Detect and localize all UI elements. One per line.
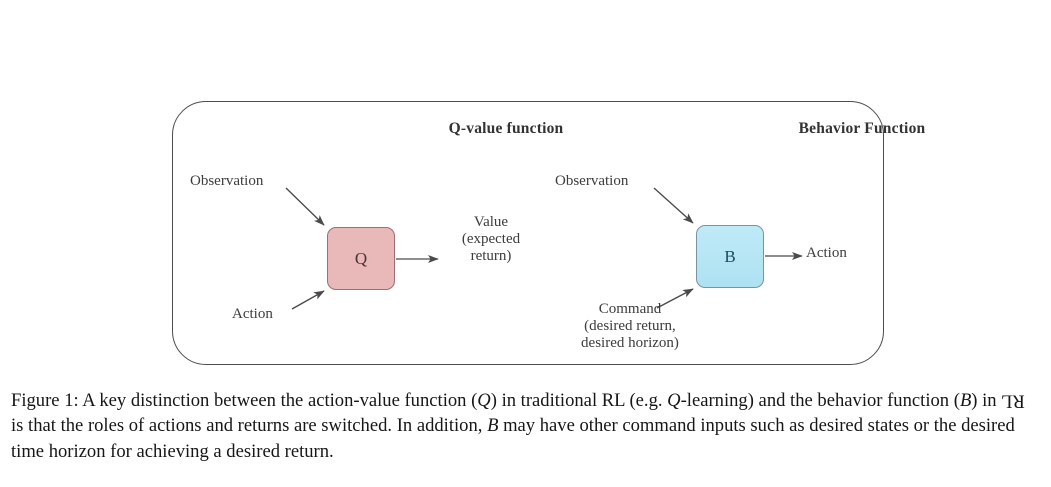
q-function-box: Q xyxy=(327,227,395,290)
label-observation-left: Observation xyxy=(190,173,264,189)
caption-text-part-3: -learning) and the behavior function ( xyxy=(680,390,960,411)
caption-var-q-2: Q xyxy=(667,390,681,411)
label-value-line-2: (expected xyxy=(461,230,521,247)
label-value-line-1: Value xyxy=(473,214,509,230)
caption-upside-down-rl-symbol: RL xyxy=(1001,390,1026,412)
label-command-line-1: Command xyxy=(598,301,662,317)
label-action-right: Action xyxy=(806,245,847,261)
caption-text-part-2: ) in traditional RL (e.g. xyxy=(490,390,668,411)
figure-panel: Q-value function Behavior Function Q B O… xyxy=(172,101,925,365)
caption-text-part-1: A key distinction between the action-val… xyxy=(78,390,478,411)
heading-q-value-function: Q-value function xyxy=(448,120,564,137)
caption-var-b-1: B xyxy=(959,390,972,411)
label-observation-right: Observation xyxy=(555,173,629,189)
caption-var-q-1: Q xyxy=(477,390,491,411)
label-value-output: Value (expected return) xyxy=(436,214,546,264)
b-function-box: B xyxy=(696,225,764,288)
label-command-line-3: desired horizon) xyxy=(581,334,679,351)
caption-text-part-6: may have other command inputs such as de… xyxy=(11,415,1015,462)
label-command: Command (desired return, desired horizon… xyxy=(540,301,720,351)
caption-var-b-2: B xyxy=(487,415,499,437)
heading-behavior-function: Behavior Function xyxy=(798,120,926,137)
label-value-line-3: return) xyxy=(470,247,512,264)
caption-figure-label: Figure 1: xyxy=(11,390,79,411)
panel-rounded-border xyxy=(172,101,884,365)
caption-text-part-5: is that the roles of actions and returns… xyxy=(11,415,488,437)
caption-text-part-4: ) in xyxy=(971,390,1002,411)
figure-caption: Figure 1: A key distinction between the … xyxy=(11,388,1037,464)
label-command-line-2: (desired return, xyxy=(584,317,676,334)
label-action-left: Action xyxy=(232,306,273,322)
